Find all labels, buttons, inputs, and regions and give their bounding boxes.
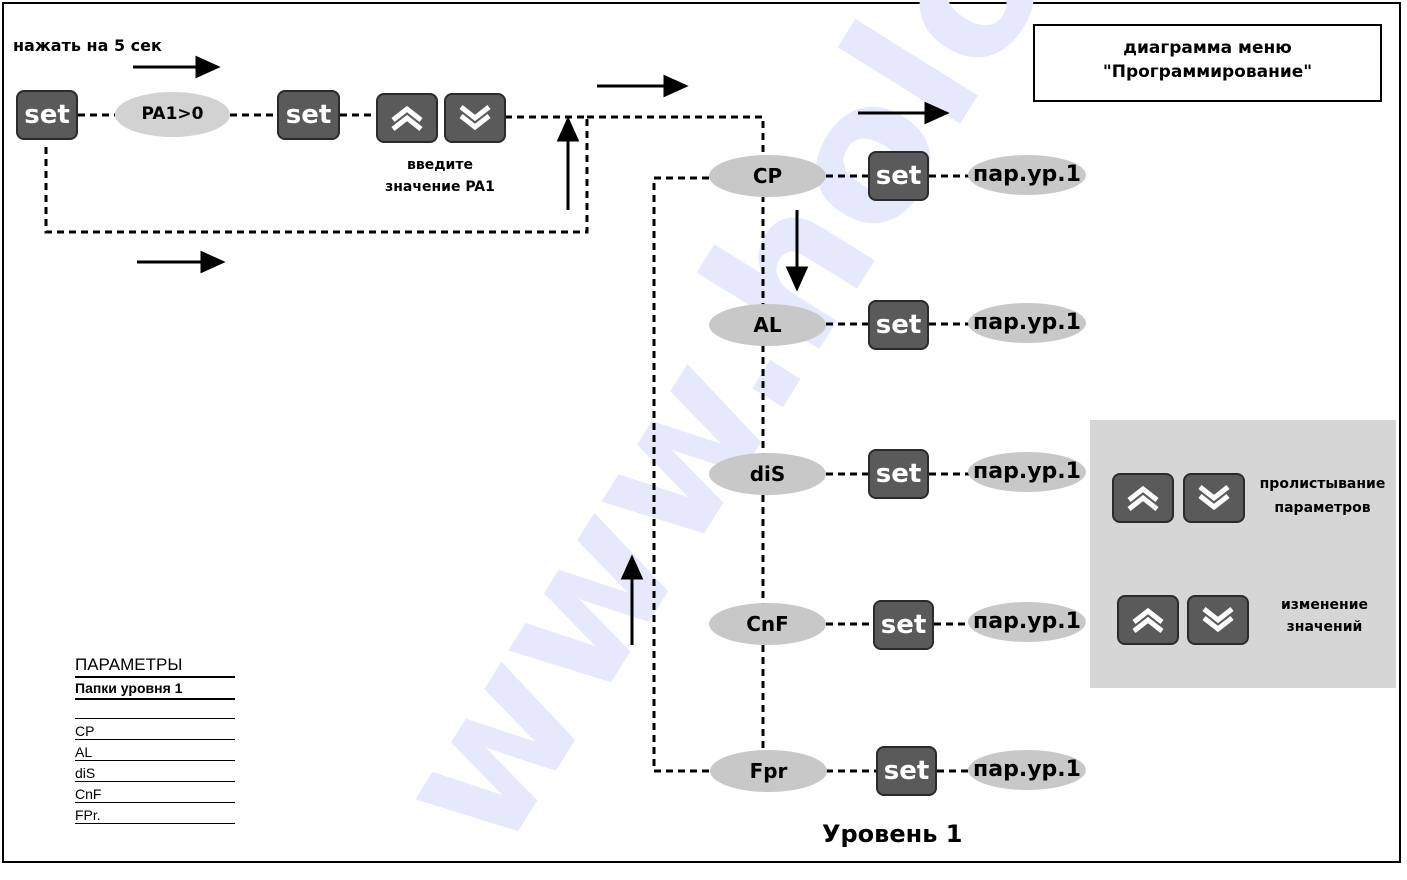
diagram-frame	[2, 2, 1401, 863]
up-arrow-icon	[1127, 485, 1159, 511]
up-button-scroll[interactable]	[1112, 473, 1174, 523]
change-line-1: изменение	[1280, 597, 1369, 613]
down-arrow-icon	[459, 105, 491, 131]
legend-item: CnF	[75, 782, 235, 803]
set-button-al[interactable]: set	[868, 300, 929, 350]
set-button-enter[interactable]: set	[277, 90, 340, 140]
param-cnf: пар.ур.1	[968, 602, 1086, 642]
legend-title: ПАРАМЕТРЫ	[75, 654, 235, 678]
set-button-start[interactable]: set	[16, 90, 78, 140]
down-arrow-icon	[1202, 607, 1234, 633]
param-dis: пар.ур.1	[968, 452, 1086, 492]
folder-pill-al[interactable]: AL	[709, 304, 826, 346]
param-al: пар.ур.1	[968, 303, 1086, 343]
legend-item: AL	[75, 740, 235, 761]
level-title: Уровень 1	[822, 820, 963, 848]
parameters-legend: ПАРАМЕТРЫ Папки уровня 1 CP AL diS CnF F…	[75, 654, 235, 824]
scroll-line-2: параметров	[1274, 500, 1371, 516]
up-arrow-icon	[1132, 607, 1164, 633]
legend-divider	[75, 700, 235, 719]
diagram-title-box: диаграмма меню "Программирование"	[1033, 24, 1382, 102]
set-button-fpr[interactable]: set	[876, 746, 937, 796]
scroll-line-1: пролистывание	[1259, 476, 1386, 492]
down-button-scroll[interactable]	[1183, 473, 1245, 523]
param-cp: пар.ур.1	[968, 155, 1086, 195]
change-line-2: значений	[1286, 619, 1363, 635]
folder-pill-cnf[interactable]: CnF	[709, 603, 826, 645]
enter-value-label: введите значение PA1	[360, 154, 520, 198]
set-button-cp[interactable]: set	[868, 151, 929, 201]
set-button-dis[interactable]: set	[868, 449, 929, 499]
title-line-1: диаграмма меню	[1123, 38, 1292, 58]
title-line-2: "Программирование"	[1102, 62, 1313, 82]
folder-pill-cp[interactable]: CP	[709, 155, 826, 197]
up-button-change[interactable]	[1117, 595, 1179, 645]
press-5s-label: нажать на 5 сек	[13, 36, 162, 55]
scroll-params-label: пролистывание параметров	[1245, 472, 1400, 520]
enter-value-line-2: значение PA1	[385, 179, 495, 195]
legend-item: FPr.	[75, 803, 235, 824]
folder-pill-fpr[interactable]: Fpr	[710, 750, 827, 792]
legend-subtitle: Папки уровня 1	[75, 678, 235, 700]
param-fpr: пар.ур.1	[968, 750, 1086, 790]
pa1-pill: PA1>0	[115, 92, 230, 137]
set-button-cnf[interactable]: set	[873, 600, 934, 650]
down-button-entry[interactable]	[444, 93, 506, 143]
legend-item: CP	[75, 719, 235, 740]
legend-item: diS	[75, 761, 235, 782]
down-button-change[interactable]	[1187, 595, 1249, 645]
enter-value-line-1: введите	[407, 157, 473, 173]
folder-pill-dis[interactable]: diS	[709, 453, 826, 495]
change-values-label: изменение значений	[1262, 594, 1387, 638]
up-arrow-icon	[391, 105, 423, 131]
down-arrow-icon	[1198, 485, 1230, 511]
up-button-entry[interactable]	[376, 93, 438, 143]
